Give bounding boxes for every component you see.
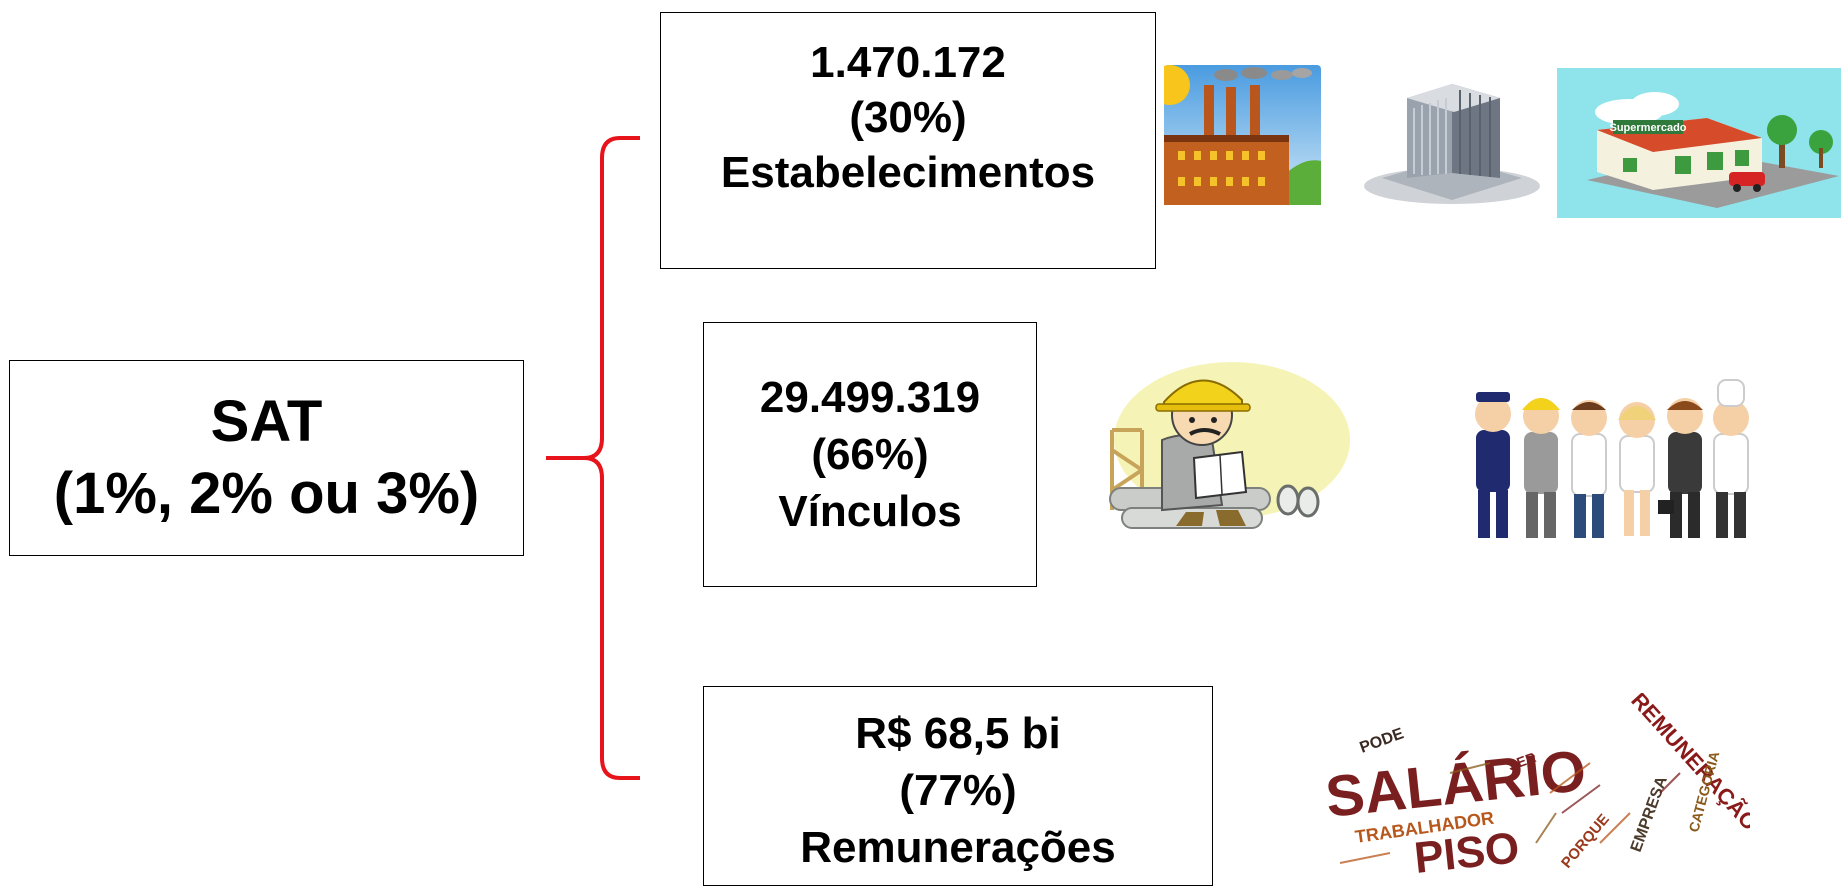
estabelecimentos-value: 1.470.172 [810, 38, 1006, 87]
word-piso: PISO [1412, 823, 1522, 873]
vinculos-label: Vínculos [778, 487, 962, 536]
estabelecimentos-box: 1.470.172 (30%) Estabelecimentos [660, 12, 1156, 269]
remuneracoes-percent: (77%) [899, 766, 1017, 815]
word-porque: PORQUE [1558, 811, 1613, 872]
curly-bracket [546, 136, 640, 780]
office-building-icon [1364, 84, 1540, 204]
estabelecimentos-percent: (30%) [849, 93, 967, 142]
salary-word-cloud-icon: PODE SER SALÁRIO TRABALHADOR PISO REMUNE… [1323, 693, 1750, 873]
estabelecimentos-label: Estabelecimentos [720, 148, 1096, 197]
sat-title: SAT [210, 389, 323, 454]
supermarket-sign-text: Supermercado [1609, 122, 1686, 134]
remuneracoes-label: Remunerações [800, 823, 1116, 872]
factory-icon [1164, 65, 1321, 205]
sat-rates: (1%, 2% ou 3%) [53, 461, 480, 526]
word-empresa: EMPRESA [1628, 774, 1671, 855]
supermarket-icon: Supermercado [1557, 68, 1841, 218]
vinculos-value: 29.499.319 [759, 373, 981, 422]
vinculos-percent: (66%) [811, 430, 929, 479]
vinculos-box: 29.499.319 (66%) Vínculos [703, 322, 1037, 587]
remuneracoes-box: R$ 68,5 bi (77%) Remunerações [703, 686, 1213, 886]
word-pode: PODE [1358, 725, 1407, 757]
worker-icon [1109, 362, 1350, 529]
remuneracoes-value: R$ 68,5 bi [855, 709, 1061, 758]
sat-root-box: SAT (1%, 2% ou 3%) [9, 360, 524, 556]
professionals-group-icon [1452, 370, 1762, 550]
